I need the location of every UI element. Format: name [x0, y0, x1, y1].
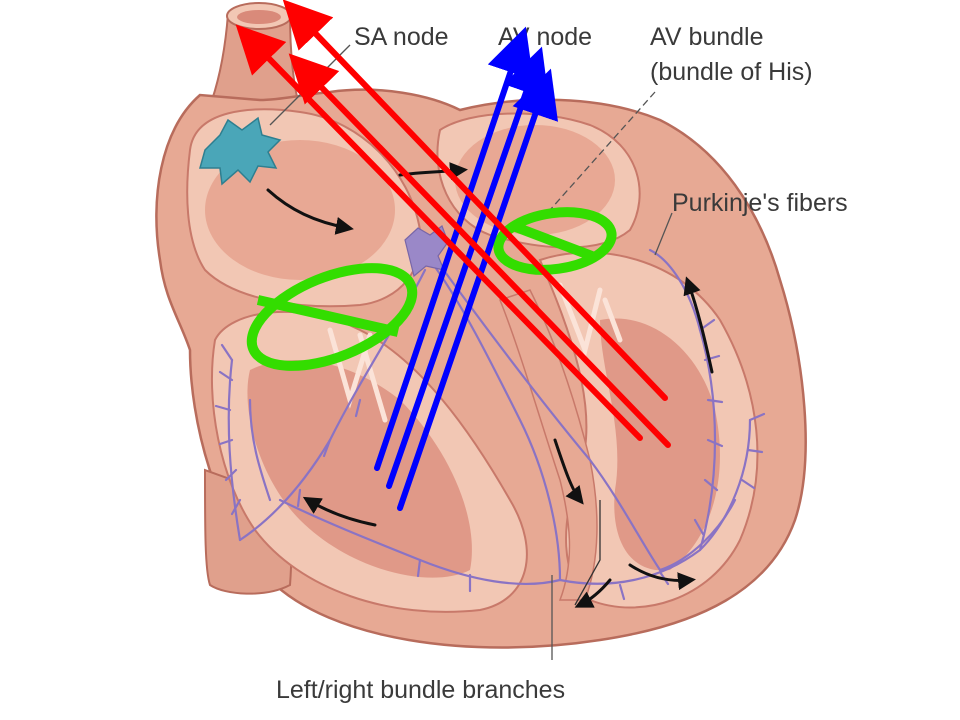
blue-arrow-1 [374, 26, 534, 471]
sa-node-label: SA node [354, 23, 449, 51]
red-arrow-2 [282, 0, 668, 401]
bundle-branches-label: Left/right bundle branches [276, 676, 565, 704]
av-bundle-label-line1: AV bundle [650, 23, 764, 51]
blue-arrows [374, 26, 559, 511]
blood-flow-arrows [266, 162, 714, 608]
purkinje-fibers-label: Purkinje's fibers [672, 189, 848, 217]
blue-arrow-3 [397, 68, 559, 511]
green-no-symbol-left [246, 263, 418, 371]
sa-node [199, 116, 282, 186]
labels: SA node AV node AV bundle (bundle of His… [276, 23, 848, 704]
red-arrow-3 [288, 53, 671, 448]
red-arrows [235, 0, 671, 448]
blue-arrow-2 [386, 46, 549, 489]
mitral-valve [557, 282, 623, 359]
av-node-label: AV node [498, 23, 592, 51]
av-bundle-leader [549, 91, 656, 211]
av-bundle-label-line2: (bundle of His) [650, 58, 813, 86]
green-no-symbol-right [493, 207, 617, 275]
green-prohibition-marks [246, 207, 617, 371]
purkinje-leader [654, 212, 673, 256]
av-node [404, 225, 449, 278]
